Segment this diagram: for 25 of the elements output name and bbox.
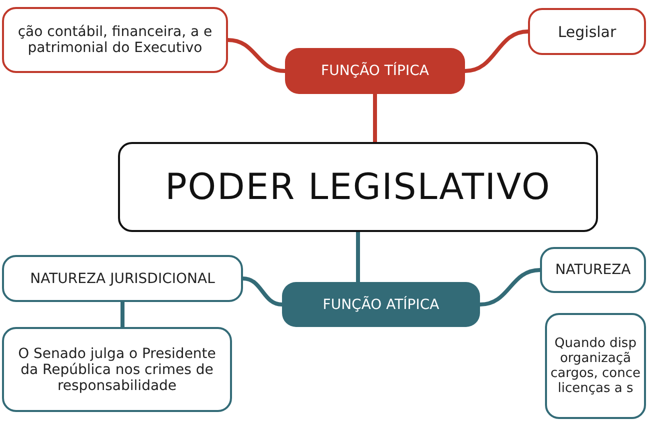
topic-text: FUNÇÃO TÍPICA xyxy=(321,63,429,79)
central-topic-box xyxy=(118,142,598,232)
subtopic-box xyxy=(545,313,646,419)
topic-text: ção contábil, financeira, a e patrimonial do Executivo xyxy=(16,24,214,56)
topic-text: Quando disp organizaçã cargos, conce licenças a s xyxy=(550,336,642,396)
subtopic-box xyxy=(2,327,232,412)
connector-line xyxy=(228,38,286,73)
branch-topic-box xyxy=(282,282,480,327)
connector-line xyxy=(373,94,377,142)
topic-text: Legislar xyxy=(558,22,616,40)
subtopic-box xyxy=(528,8,646,55)
subtopic-box xyxy=(2,7,228,73)
connector-line xyxy=(464,30,528,73)
topic-text: PODER LEGISLATIVO xyxy=(165,166,551,208)
connector-line xyxy=(480,268,540,306)
subtopic-box xyxy=(2,255,243,302)
topic-text: FUNÇÃO ATÍPICA xyxy=(322,296,440,312)
connector-line xyxy=(120,302,124,327)
topic-text: NATUREZA xyxy=(555,262,631,278)
topic-text: NATUREZA JURISDICIONAL xyxy=(30,270,215,286)
connector-line xyxy=(242,276,282,306)
subtopic-box xyxy=(540,247,646,293)
connector-line xyxy=(356,232,360,282)
topic-text: O Senado julga o Presidente da República nos crimes de responsabilidade xyxy=(17,346,217,394)
branch-topic-box xyxy=(285,48,465,94)
